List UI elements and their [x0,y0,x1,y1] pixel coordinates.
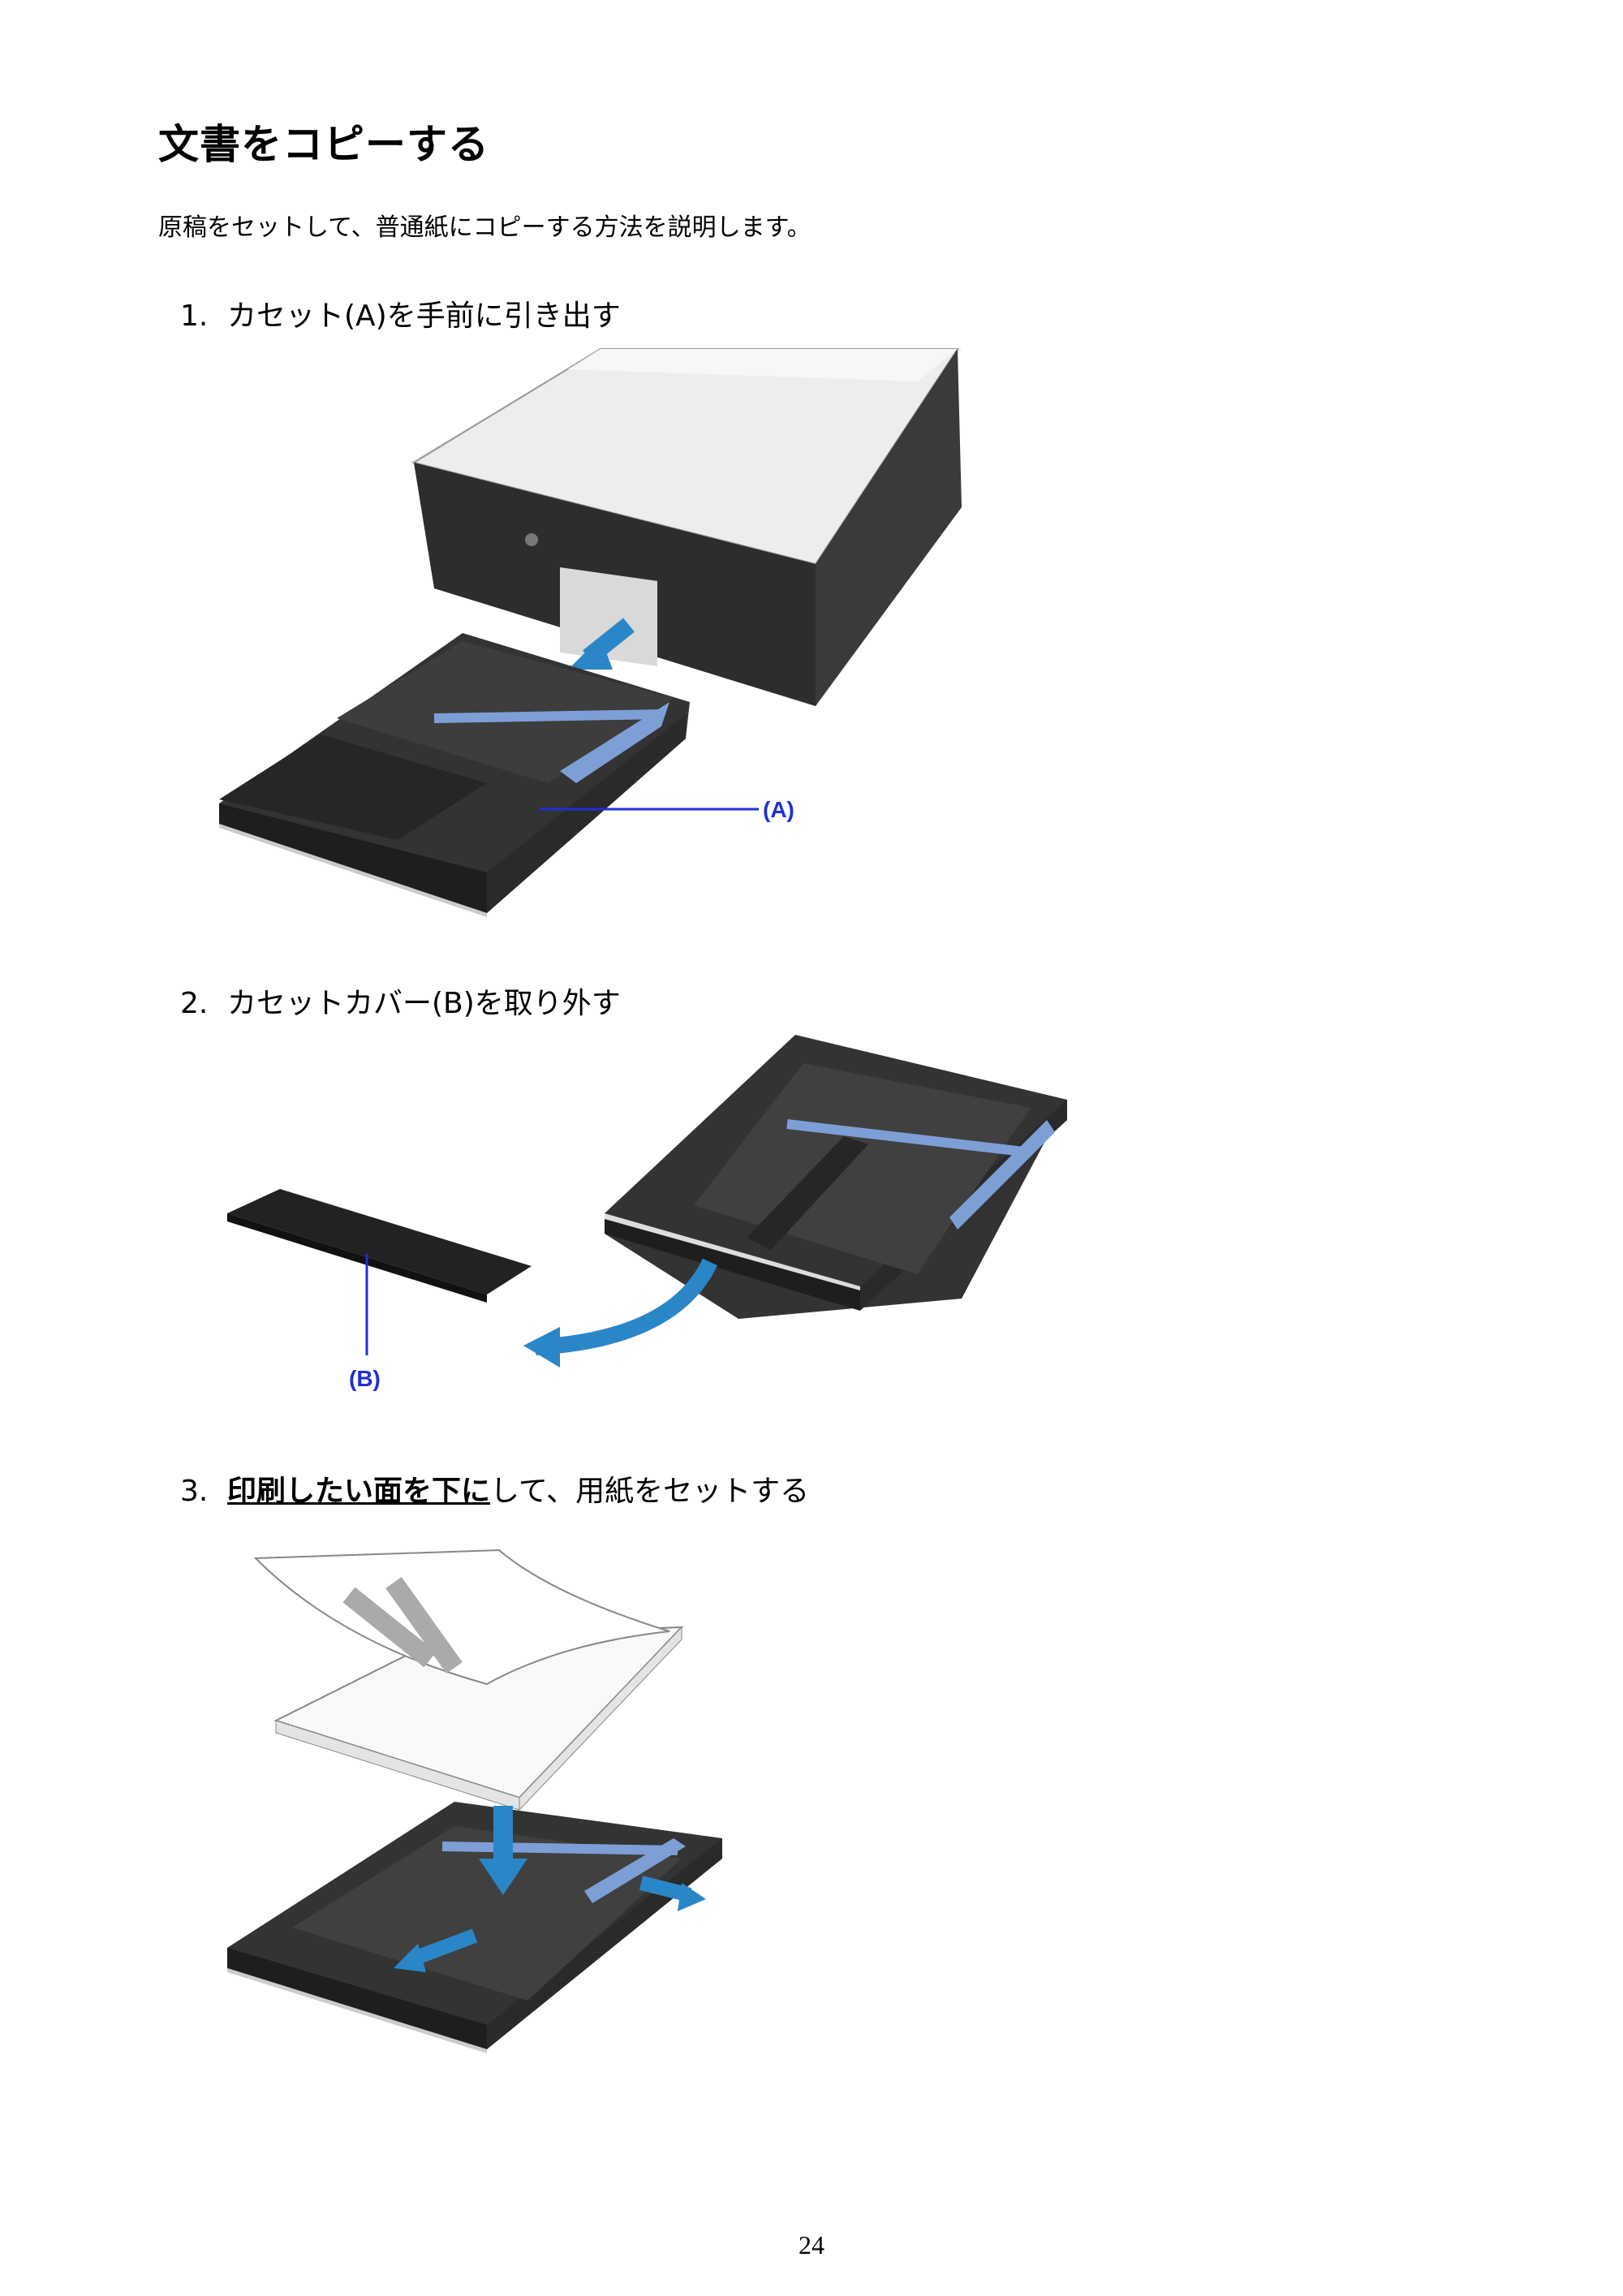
step-2-text: カセットカバー(B)を取り外す [227,987,621,1020]
intro-text: 原稿をセットして、普通紙にコピーする方法を説明します。 [158,213,812,242]
cassette [227,1802,722,2053]
printer-cassette-illustration: (A) [219,348,962,917]
paper-stack [253,1549,684,1811]
callout-a-label: (A) [763,797,794,822]
paper-loading-illustration [227,1549,722,2053]
step-2-number: 2. [180,987,209,1020]
step-3-emphasis: 印刷したい面を下に [227,1475,491,1508]
printer-body [410,348,962,706]
step-1-number: 1. [180,299,209,333]
step-3-number: 3. [180,1475,209,1508]
step-1-text: カセット(A)を手前に引き出す [227,299,621,333]
page-title: 文書をコピーする [158,121,489,168]
step-1: 1. カセット(A)を手前に引き出す [180,292,621,334]
callout-a: (A) [540,797,794,822]
right-arrow [639,1876,706,1911]
step-3-text: して、用紙をセットする [490,1475,810,1508]
pull-arrow [568,618,635,670]
removal-arrow [523,1258,718,1368]
page-number: 24 [799,2230,824,2259]
callout-b-label: (B) [349,1366,381,1391]
cover-removal-illustration: (B) [227,1035,1067,1391]
cassette [605,1035,1067,1319]
down-arrow [479,1806,527,1895]
step-2: 2. カセットカバー(B)を取り外す [180,980,621,1022]
callout-b: (B) [349,1254,381,1391]
step-3: 3. 印刷したい面を下にして、用紙をセットする [180,1467,809,1510]
cassette [219,633,690,917]
cassette-cover [227,1189,532,1303]
left-arrow [394,1928,478,1972]
